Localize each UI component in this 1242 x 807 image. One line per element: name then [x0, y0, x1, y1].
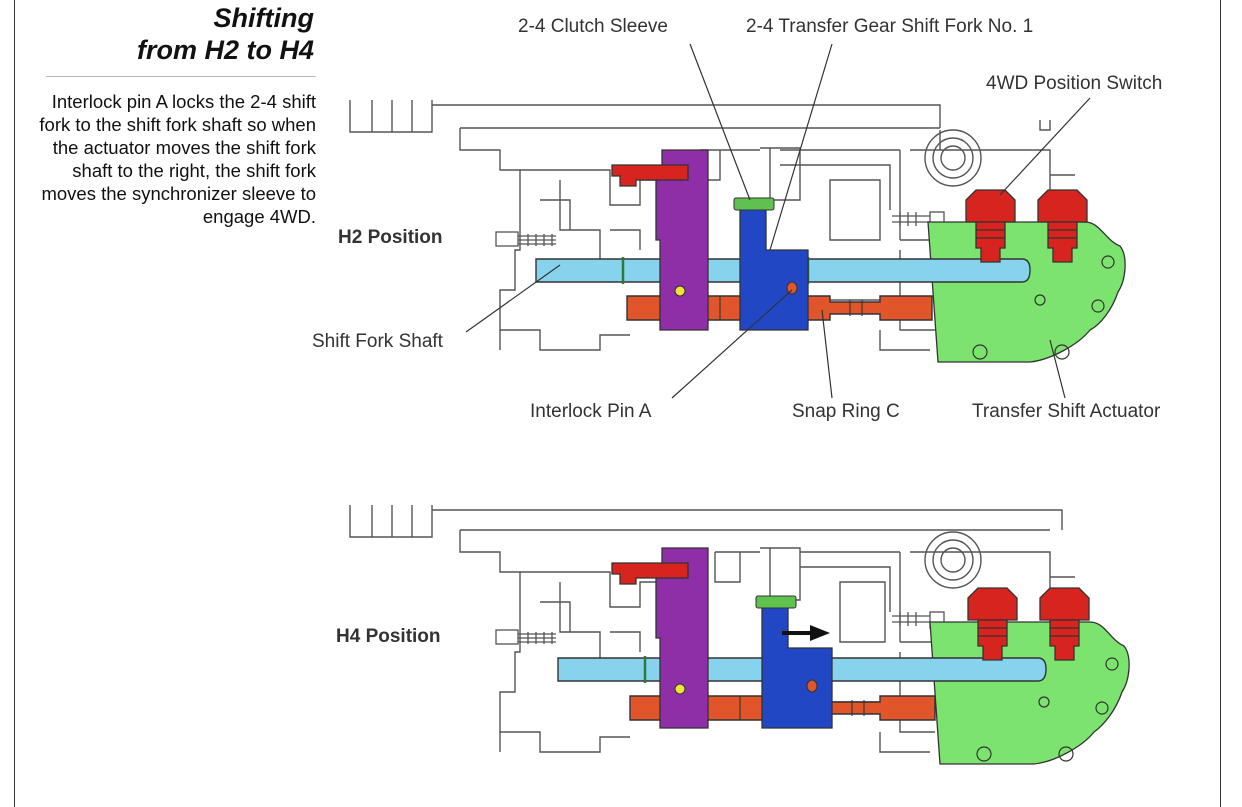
h2-fork-cap: [611, 164, 689, 187]
h4-position-switch-2: [1039, 587, 1090, 661]
h4-bolt-left: [495, 629, 556, 645]
label-position-switch: 4WD Position Switch: [986, 73, 1163, 94]
label-shift-actuator: Transfer Shift Actuator: [972, 401, 1161, 422]
h2-diagram: [349, 43, 1126, 399]
h4-position-switch-1: [967, 587, 1018, 661]
h4-bearing-ring: [924, 531, 982, 589]
h4-diagram: [349, 505, 1130, 765]
title-divider: [46, 76, 316, 77]
h2-position-switch-2: [1037, 189, 1088, 263]
h2-transfer-shift-actuator: [927, 221, 1126, 363]
page-border-right: [1220, 0, 1221, 807]
h4-fork-cap: [611, 562, 689, 585]
label-h2-position: H2 Position: [338, 227, 443, 248]
h4-clutch-sleeve: [761, 602, 833, 729]
h4-housing-outline: [349, 505, 1075, 753]
h4-direction-arrow: [782, 625, 830, 641]
h4-sleeve-pin: [806, 679, 818, 693]
h2-position-switch-1: [965, 189, 1016, 263]
title-line-1: Shifting: [213, 3, 314, 33]
h2-bolt-left: [495, 231, 556, 247]
label-shift-fork-shaft: Shift Fork Shaft: [312, 331, 443, 352]
page-border-left: [14, 0, 15, 807]
label-clutch-sleeve: 2-4 Clutch Sleeve: [518, 16, 668, 37]
h2-output-shaft-grooves: [719, 296, 863, 320]
h2-clutch-sleeve: [739, 204, 809, 331]
h4-interlock-pin: [674, 683, 686, 695]
h2-bearing-ring: [924, 129, 982, 187]
label-shift-fork-no1: 2-4 Transfer Gear Shift Fork No. 1: [746, 16, 1034, 37]
section-title: Shifting from H2 to H4: [137, 2, 314, 66]
h4-output-shaft-grooves: [739, 696, 865, 720]
h2-interlock-pin: [674, 285, 686, 297]
h4-snap-ring: [755, 595, 797, 609]
title-line-2: from H2 to H4: [136, 35, 314, 65]
h2-leader-lines: [465, 43, 1091, 399]
h4-transfer-shift-actuator: [929, 621, 1130, 765]
h2-sleeve-pin: [786, 281, 798, 295]
label-snap-ring: Snap Ring C: [792, 401, 900, 422]
description-text: Interlock pin A locks the 2-4 shift fork…: [39, 91, 316, 227]
h2-actuator-details: [972, 255, 1115, 360]
label-h4-position: H4 Position: [336, 626, 441, 647]
label-interlock-pin: Interlock Pin A: [530, 401, 652, 422]
h2-snap-ring: [733, 197, 775, 211]
h4-actuator-details: [976, 657, 1119, 762]
